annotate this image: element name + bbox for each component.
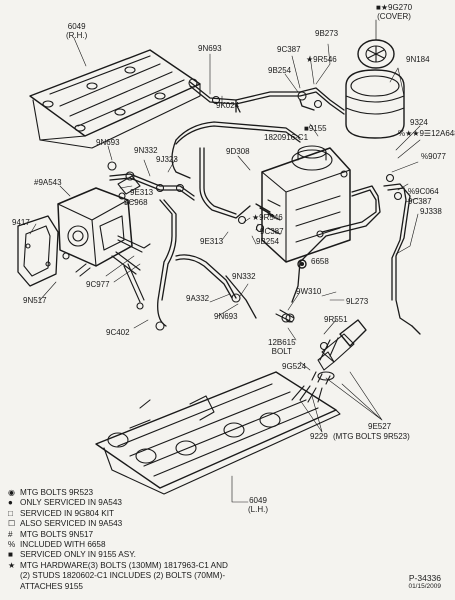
label-9c387-top: 9C387 [277, 45, 301, 54]
legend-text: MTG HARDWARE(3) BOLTS (130MM) 1817963-C1… [20, 560, 228, 570]
fuel-injector [291, 319, 367, 403]
legend-row: # MTG BOLTS 9N517 [8, 530, 308, 540]
legend-symbol: ◉ [8, 488, 16, 497]
label-9k024: 9K024 [216, 101, 240, 110]
legend-row: (2) STUDS 1820602-C1 INCLUDES (2) BOLTS … [8, 571, 308, 581]
label-9n693-top: 9N693 [198, 44, 222, 53]
label-6049-lh-side: (L.H.) [248, 505, 268, 514]
fuel-filter-cover [357, 19, 395, 69]
label-12a648: %★★9☰12A648 [398, 129, 455, 138]
legend-row: ★ MTG HARDWARE(3) BOLTS (130MM) 1817963-C… [8, 561, 308, 571]
label-9n332-top: 9N332 [134, 146, 158, 155]
legend-symbol: ★ [8, 560, 16, 570]
valve-cover-rh [29, 49, 201, 149]
legend-text: SERVICED IN 9G804 KIT [20, 508, 115, 518]
label-9n184: 9N184 [406, 55, 430, 64]
label-9b254-top: 9B254 [268, 66, 292, 75]
label-6658: 6658 [302, 257, 329, 266]
bolt-12b615 [275, 309, 295, 323]
label-12b615: 12B615 BOLT [268, 338, 296, 356]
label-12b615-desc: BOLT [271, 347, 292, 356]
legend: ◉ MTG BOLTS 9R523 ● ONLY SERVICED IN 9A543… [8, 488, 308, 592]
label-9g270-num: ■★9G270 [376, 3, 413, 12]
label-6049-lh-num: 6049 [249, 496, 267, 505]
legend-row: ◉ MTG BOLTS 9R523 [8, 488, 308, 498]
label-9e527: 9E527 [368, 422, 392, 431]
label-1820916: 1820916-C1 [264, 133, 309, 142]
legend-row: ● ONLY SERVICED IN 9A543 [8, 498, 308, 508]
label-9417: 9417 [12, 218, 30, 227]
legend-row: ■ SERVICED ONLY IN 9155 ASY. [8, 550, 308, 560]
legend-row: ☐ ALSO SERVICED IN 9A543 [8, 519, 308, 529]
label-9c402: 9C402 [106, 328, 130, 337]
label-6049-lh: 6049 (L.H.) [248, 496, 268, 514]
drawing-number: P-34336 [408, 573, 441, 583]
label-9r546-mid: ★9R546 [252, 213, 283, 222]
label-9w310: 9W310 [296, 287, 322, 296]
label-9n693-left: 9N693 [96, 138, 120, 147]
legend-text: SERVICED ONLY IN 9155 ASY. [20, 550, 136, 560]
label-9c387-mid: 9C387 [260, 227, 284, 236]
legend-row: □ SERVICED IN 9G804 KIT [8, 509, 308, 519]
fuel-pump [57, 175, 141, 267]
label-9r546-top: ★9R546 [306, 55, 337, 64]
legend-row: % INCLUDED WITH 6658 [8, 540, 308, 550]
legend-symbol: □ [8, 508, 13, 518]
drawing-number-block: P-34336 01/15/2009 [408, 573, 441, 590]
label-9g524: 9G524 [282, 362, 307, 371]
label-9324: 9324 [410, 118, 428, 127]
label-9e313-mid: 9E313 [200, 237, 224, 246]
label-9j323: 9J323 [156, 155, 178, 164]
fuel-filter-element [345, 69, 405, 139]
legend-symbol: ■ [8, 550, 13, 560]
label-9229: 9229 [310, 432, 328, 441]
label-9d308: 9D308 [226, 147, 250, 156]
label-9j338: 9J338 [420, 207, 442, 216]
legend-text: INCLUDED WITH 6658 [20, 540, 106, 550]
legend-symbol: ● [8, 498, 13, 508]
legend-text: ALSO SERVICED IN 9A543 [20, 519, 123, 529]
label-9b254-mid: 9B254 [256, 237, 280, 246]
label-6658-text: 6658 [311, 257, 329, 266]
label-9n332-mid: 9N332 [232, 272, 256, 281]
label-12b615-num: 12B615 [268, 338, 296, 347]
label-9e313-top: 9E313 [130, 188, 154, 197]
label-9c387-right: 9C387 [408, 197, 432, 206]
label-9n517: 9N517 [23, 296, 47, 305]
label-9r551: 9R551 [324, 315, 348, 324]
label-9g270-desc: (COVER) [377, 12, 411, 21]
label-9a543: #9A543 [34, 178, 62, 187]
legend-row: ATTACHES 9155 [8, 582, 308, 592]
label-9c064: %9C064 [408, 187, 439, 196]
legend-symbol: ☐ [8, 519, 16, 529]
label-6049-rh-num: 6049 [67, 22, 86, 31]
label-9c977: 9C977 [86, 280, 110, 289]
legend-text: MTG BOLTS 9R523 [20, 488, 94, 497]
legend-symbol: % [8, 540, 16, 550]
fuel-filter-housing [261, 145, 351, 263]
legend-text: MTG BOLTS 9N517 [20, 529, 94, 539]
label-9n693-bot: 9N693 [214, 312, 238, 321]
drawing-date: 01/15/2009 [408, 583, 441, 590]
label-9155: ■9155 [304, 124, 327, 133]
label-mtg-bolts-9r523: (MTG BOLTS 9R523) [333, 432, 410, 441]
label-9g270: ■★9G270 (COVER) [376, 3, 412, 21]
label-9a332: 9A332 [186, 294, 210, 303]
label-9c968: 9C968 [124, 198, 148, 207]
valve-cover-lh [95, 371, 341, 495]
label-9l273: 9L273 [346, 297, 369, 306]
label-6049-rh-side: (R.H.) [66, 31, 88, 40]
legend-text: (2) STUDS 1820602-C1 INCLUDES (2) BOLTS … [20, 571, 226, 581]
label-9b273: 9B273 [315, 29, 339, 38]
label-6049-rh: 6049 (R.H.) [66, 22, 87, 40]
fuel-lines [109, 81, 421, 335]
leader-lines [29, 37, 421, 503]
pump-gasket [17, 215, 59, 287]
label-9077: %9077 [421, 152, 446, 161]
pump-bolts [75, 235, 151, 310]
legend-text: ONLY SERVICED IN 9A543 [20, 498, 122, 508]
legend-symbol: # [8, 529, 13, 539]
legend-text: ATTACHES 9155 [20, 581, 83, 591]
